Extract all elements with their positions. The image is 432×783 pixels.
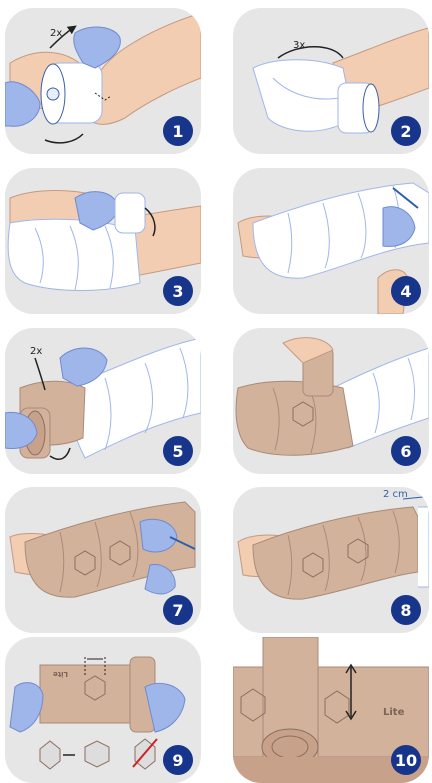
step-8-overlap-note: 2 cm [383, 489, 408, 500]
step-8-panel: 2 cm 8 [233, 487, 429, 633]
step-2-number-badge: 2 [391, 116, 421, 146]
step-2-repeat-note: 3x [293, 40, 305, 51]
step-5-number-badge: 5 [163, 436, 193, 466]
step-10-bandage-label: Lite [383, 707, 404, 718]
step-5-repeat-note: 2x [30, 346, 42, 357]
step-9-bandage-label: Lite [53, 670, 68, 678]
step-6-number-badge: 6 [391, 436, 421, 466]
step-1-panel: 2x 1 [5, 8, 201, 154]
step-4-number-badge: 4 [391, 276, 421, 306]
step-3-number-badge: 3 [163, 276, 193, 306]
step-4-panel: 4 [233, 168, 429, 314]
step-9-panel: Lite 9 [5, 637, 201, 783]
step-7-panel: 7 [5, 487, 201, 633]
step-2-panel: 3x 2 [233, 8, 429, 154]
step-6-panel: 6 [233, 328, 429, 474]
step-1-number-badge: 1 [163, 116, 193, 146]
step-8-number-badge: 8 [391, 595, 421, 625]
step-5-panel: 2x 5 [5, 328, 201, 474]
step-10-number-badge: 10 [391, 745, 421, 775]
step-10-panel: Lite 10 [233, 637, 429, 783]
step-9-number-badge: 9 [163, 745, 193, 775]
step-3-panel: 3 [5, 168, 201, 314]
step-7-number-badge: 7 [163, 595, 193, 625]
step-1-repeat-note: 2x [50, 28, 62, 39]
